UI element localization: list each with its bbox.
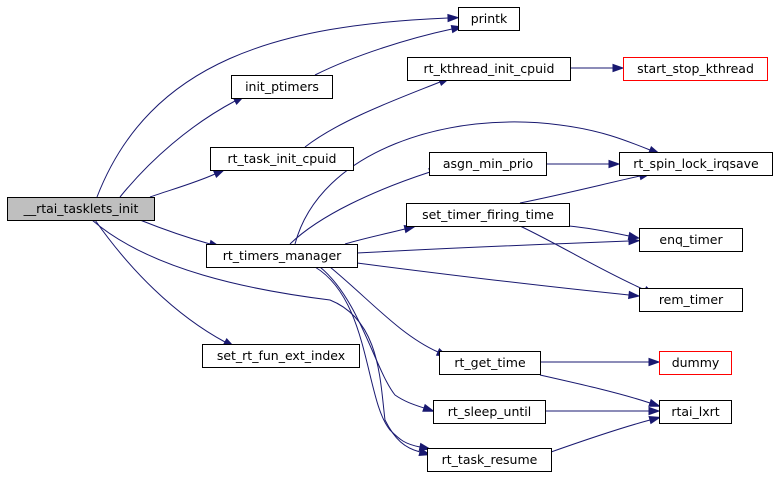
edge-rt-timers-manager-to-rt-sleep-until (319, 266, 435, 412)
edge-rtai-tasklets-init-to-rt-timers-manager (139, 219, 222, 248)
edge-rt-timers-manager-to-set-timer-firing-time (344, 225, 417, 245)
edge-rt-timers-manager-to-rem-timer (356, 262, 641, 300)
node-label: set_timer_firing_time (422, 207, 554, 222)
node-rem-timer[interactable]: rem_timer (639, 288, 743, 312)
arrowhead-icon (648, 398, 661, 407)
arrowhead-icon (447, 13, 460, 23)
node-label: rt_kthread_init_cpuid (424, 61, 555, 76)
node-label: rt_get_time (454, 355, 526, 370)
call-graph-nodes: __rtai_tasklets_initprintkinit_ptimersrt… (7, 7, 773, 472)
node-label: rt_timers_manager (223, 248, 342, 263)
node-printk[interactable]: printk (458, 7, 520, 31)
edge-set-timer-firing-time-to-enq-timer (568, 225, 641, 240)
node-label: rt_sleep_until (448, 404, 532, 419)
node-rt-task-resume[interactable]: rt_task_resume (427, 448, 552, 472)
node-rt-get-time[interactable]: rt_get_time (439, 351, 541, 375)
arrowhead-icon (612, 63, 625, 73)
arrowhead-icon (648, 416, 662, 425)
node-rt-timers-manager[interactable]: rt_timers_manager (206, 244, 358, 268)
edge-set-timer-firing-time-to-rt-spin-lock-irqsave (519, 172, 652, 204)
edge-rt-task-resume-to-rtai-lxrt (550, 416, 662, 453)
node-init-ptimers[interactable]: init_ptimers (231, 75, 333, 99)
node-rt-task-init-cpuid[interactable]: rt_task_init_cpuid (210, 147, 354, 171)
node-label: rt_task_resume (442, 452, 538, 467)
node-start-stop-kthread[interactable]: start_stop_kthread (623, 57, 768, 81)
node-enq-timer[interactable]: enq_timer (639, 228, 743, 252)
node-dummy[interactable]: dummy (659, 351, 732, 375)
node-label: dummy (672, 355, 720, 370)
edge-rt-get-time-to-dummy (539, 357, 661, 367)
node-asgn-min-prio[interactable]: asgn_min_prio (429, 152, 547, 176)
call-graph-edges (91, 13, 662, 456)
node-set-timer-firing-time[interactable]: set_timer_firing_time (406, 203, 570, 227)
arrowhead-icon (648, 357, 661, 367)
node-label: asgn_min_prio (443, 156, 533, 171)
node-rt-sleep-until[interactable]: rt_sleep_until (433, 400, 546, 424)
node-label: rem_timer (659, 292, 724, 307)
node-rtai-lxrt[interactable]: rtai_lxrt (659, 400, 732, 424)
arrowhead-icon (627, 231, 641, 240)
node-label: rtai_lxrt (671, 404, 719, 419)
arrowhead-icon (608, 159, 621, 169)
node-label: printk (471, 11, 508, 26)
node-rt-kthread-init-cpuid[interactable]: rt_kthread_init_cpuid (407, 57, 571, 81)
node-label: enq_timer (659, 232, 723, 247)
node-label: start_stop_kthread (637, 61, 754, 76)
edge-rtai-tasklets-init-to-init-ptimers (119, 95, 246, 198)
arrowhead-icon (648, 406, 661, 416)
node-label: set_rt_fun_ext_index (217, 348, 345, 363)
node-label: rt_spin_lock_irqsave (633, 156, 759, 171)
edge-rt-get-time-to-rtai-lxrt (539, 374, 661, 407)
edge-asgn-min-prio-to-rt-spin-lock-irqsave (546, 159, 621, 169)
edge-rtai-tasklets-init-to-rt-task-init-cpuid (149, 169, 226, 198)
arrowhead-icon (422, 403, 435, 412)
edge-rt-timers-manager-to-rt-get-time (329, 266, 449, 357)
edge-rtai-tasklets-init-to-set-rt-fun-ext-index (94, 219, 236, 348)
node-rt-spin-lock-irqsave[interactable]: rt_spin_lock_irqsave (619, 152, 773, 176)
node-rtai-tasklets-init[interactable]: __rtai_tasklets_init (7, 197, 155, 221)
edge-rt-timers-manager-to-enq-timer (356, 236, 641, 254)
arrowhead-icon (628, 290, 641, 300)
node-set-rt-fun-ext-index[interactable]: set_rt_fun_ext_index (202, 344, 360, 368)
edge-rt-kthread-init-cpuid-to-start-stop-kthread (570, 63, 625, 73)
edge-rtai-tasklets-init-to-printk (96, 13, 460, 198)
edge-rt-sleep-until-to-rtai-lxrt (544, 406, 661, 416)
node-label: init_ptimers (245, 79, 319, 94)
node-label: __rtai_tasklets_init (23, 201, 139, 216)
node-label: rt_task_init_cpuid (227, 151, 336, 166)
